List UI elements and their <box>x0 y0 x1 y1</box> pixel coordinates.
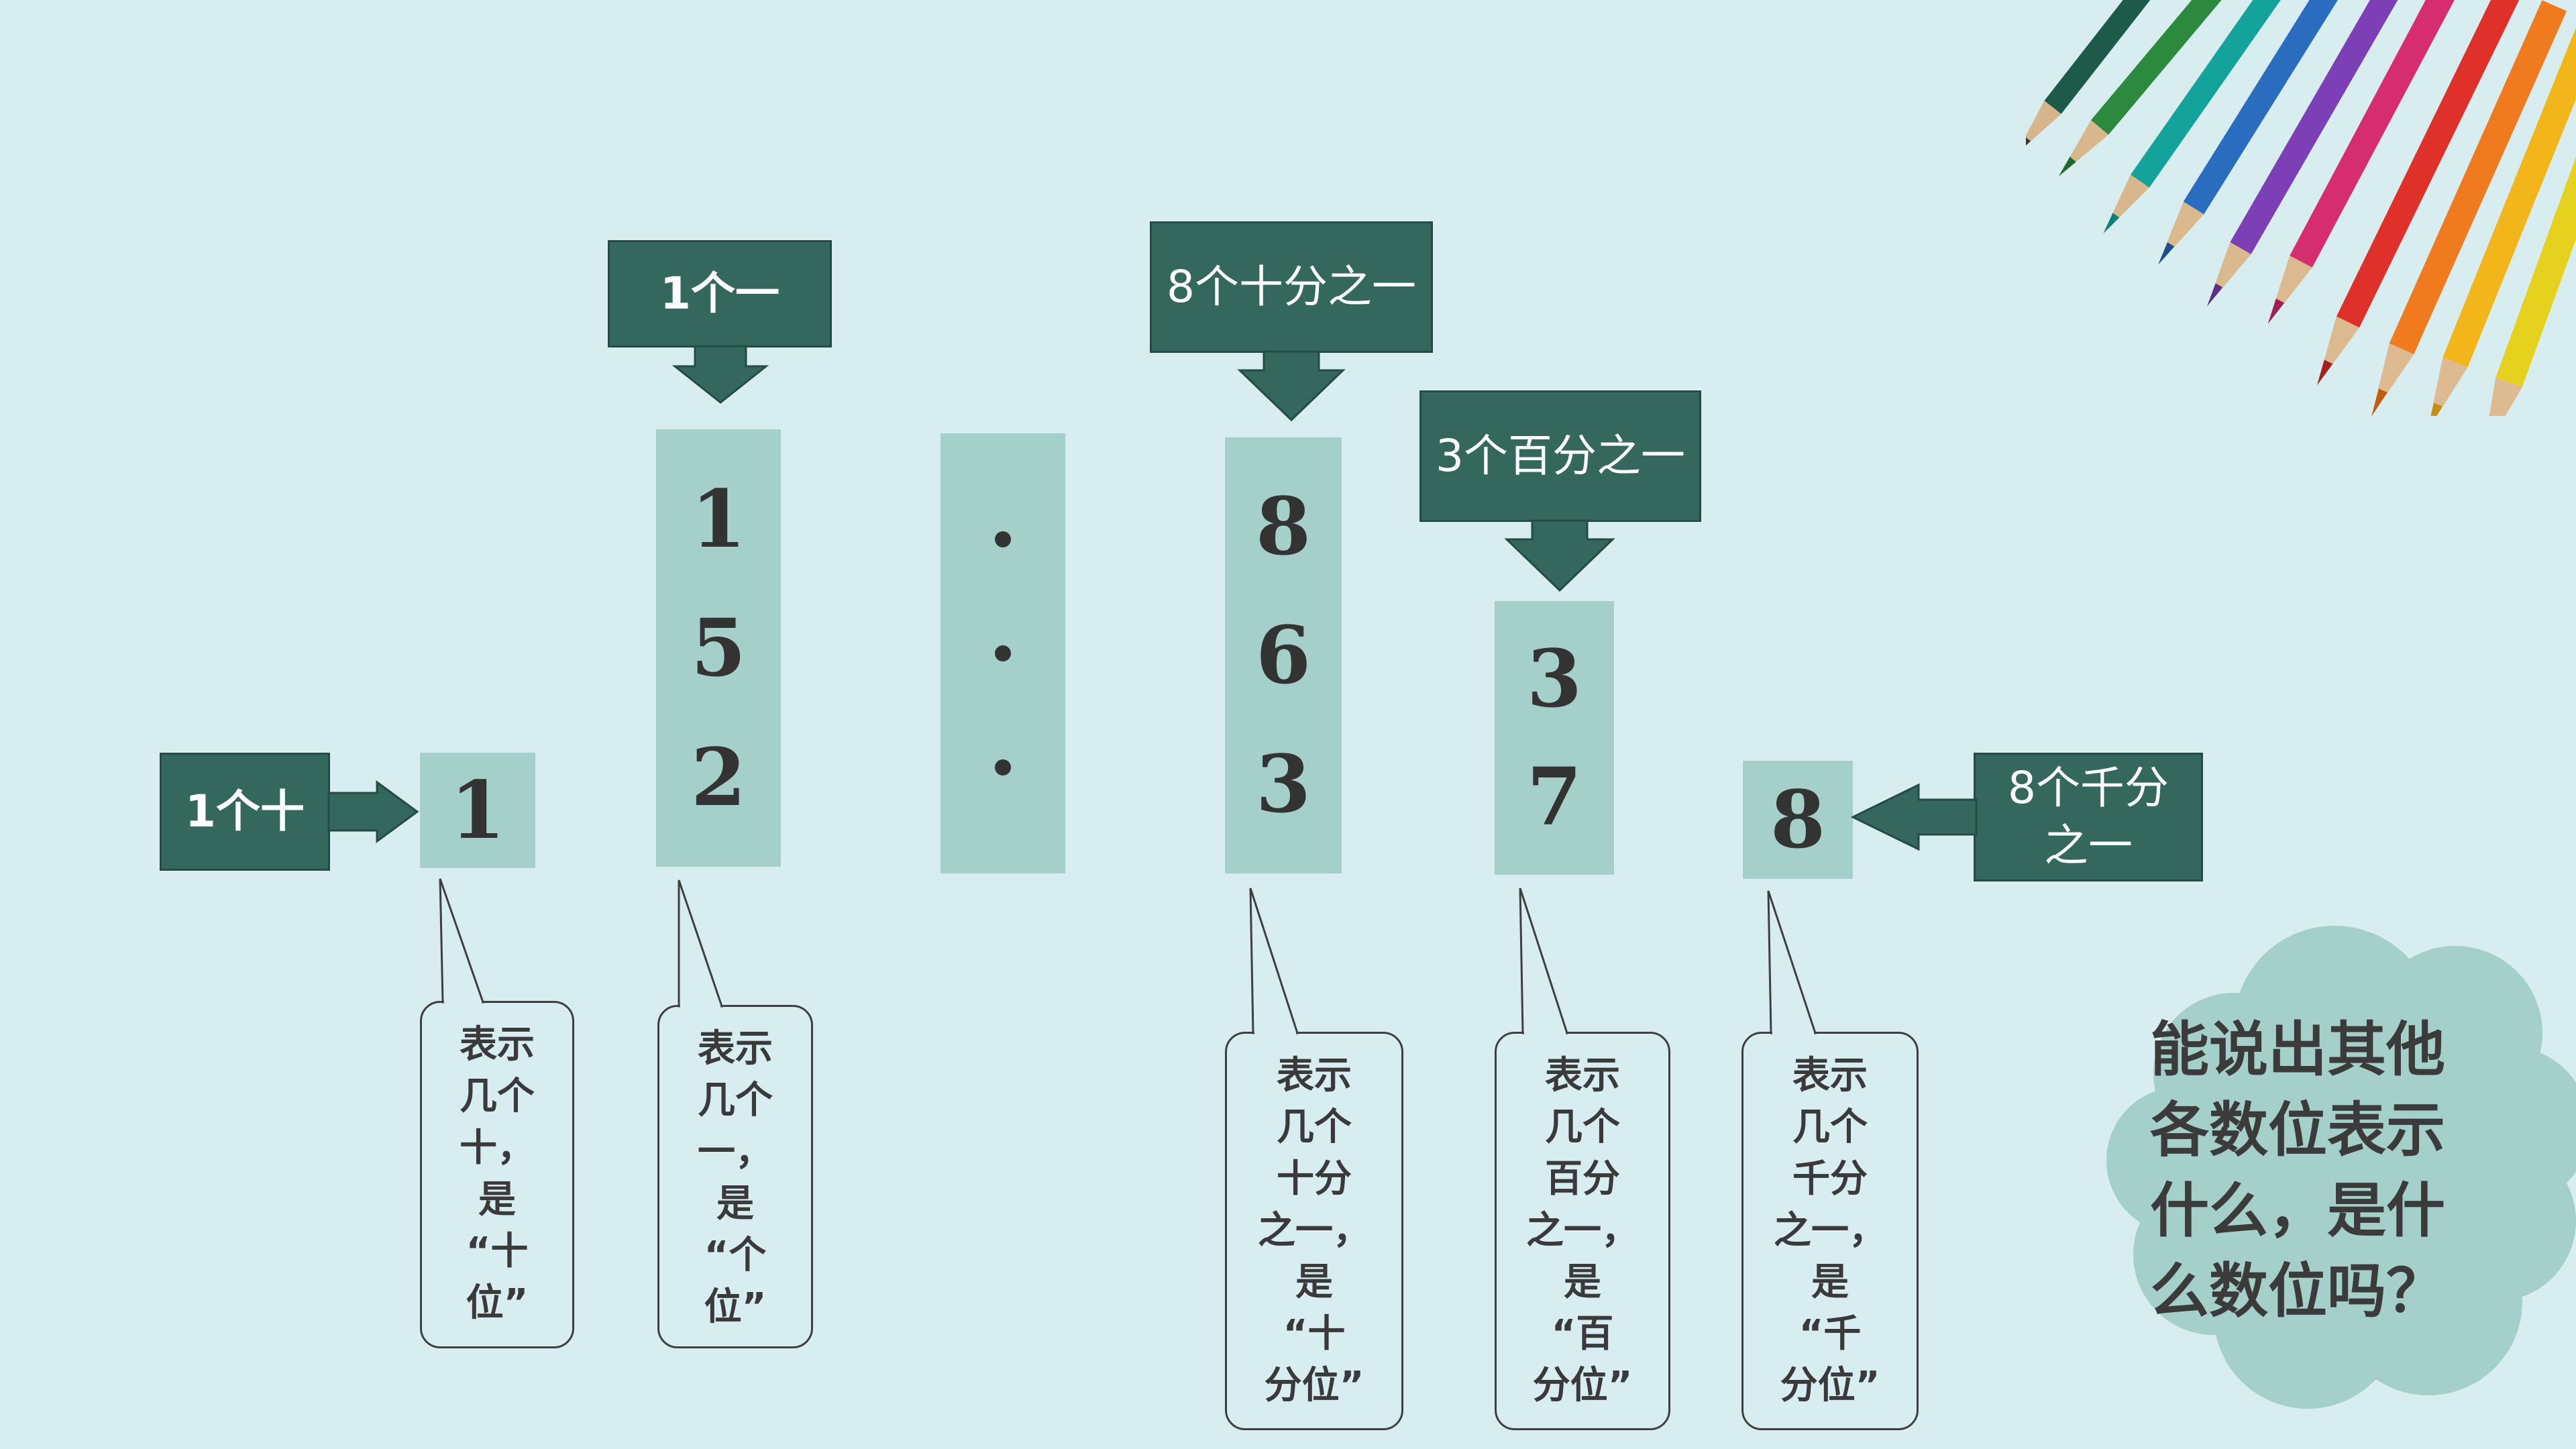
decimal-point <box>995 531 1011 547</box>
callout-hundredths-place: 表示 几个 百分 之一， 是 “百 分位” <box>1495 1032 1670 1430</box>
colored-pencils-icon <box>2026 0 2576 416</box>
digit: 1 <box>449 763 506 857</box>
tenths-label-box: 8个十分之一 <box>1150 221 1433 353</box>
digit-column-e: 3 7 <box>1495 601 1614 875</box>
question-text: 能说出其他 各数位表示 什么，是什 么数位吗？ <box>2150 1015 2446 1326</box>
decimal-point <box>995 759 1011 775</box>
digit-column-b: 1 5 2 <box>656 429 781 867</box>
digit-column-a: 1 <box>420 753 535 868</box>
digit: 2 <box>690 730 747 824</box>
down-arrow-icon <box>672 345 769 404</box>
callout-tenths-place: 表示 几个 十分 之一， 是 “十 分位” <box>1225 1032 1403 1430</box>
digit: 8 <box>1770 773 1826 866</box>
digit: 3 <box>1526 632 1582 726</box>
digit: 6 <box>1255 608 1311 702</box>
digit-column-f: 8 <box>1743 761 1853 879</box>
digit: 3 <box>1255 737 1311 830</box>
digit: 7 <box>1526 749 1582 843</box>
ones-label-box: 1个十 <box>160 753 330 871</box>
left-arrow-icon <box>1850 783 1978 851</box>
tens-label-box: 1个一 <box>608 240 832 347</box>
decimal-point-column <box>941 433 1065 873</box>
down-arrow-icon <box>1237 350 1346 422</box>
digit-column-d: 8 6 3 <box>1225 437 1342 873</box>
digit: 1 <box>690 472 747 566</box>
decimal-point <box>995 645 1011 661</box>
callout-tens-place: 表示 几个 十， 是 “十 位” <box>420 1001 574 1348</box>
thousandths-label-box: 8个千分 之一 <box>1974 753 2203 881</box>
callout-thousandths-place: 表示 几个 千分 之一， 是 “千 分位” <box>1741 1032 1919 1430</box>
digit: 8 <box>1255 480 1311 573</box>
callout-ones-place: 表示 几个 一， 是 “个 位” <box>657 1005 813 1348</box>
hundredths-label-box: 3个百分之一 <box>1419 390 1701 522</box>
callout-tails <box>439 878 1817 1035</box>
down-arrow-icon <box>1504 519 1615 592</box>
digit: 5 <box>690 601 747 694</box>
right-arrow-icon <box>327 780 419 843</box>
